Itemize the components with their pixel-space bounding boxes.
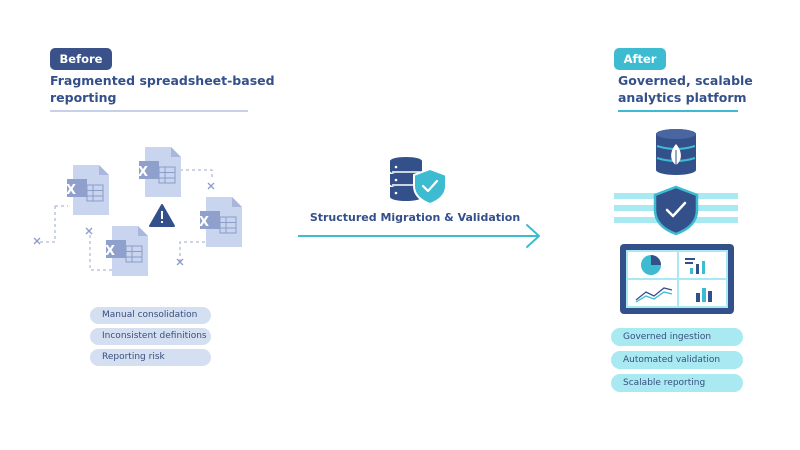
migration-label: Structured Migration & Validation — [309, 211, 521, 224]
warning-icon — [149, 204, 175, 227]
after-tag-automated-validation: Automated validation — [611, 351, 743, 369]
dashed-connectors — [38, 169, 213, 271]
file-letter: X — [66, 183, 76, 198]
file-letter: X — [199, 215, 209, 230]
after-tag-scalable-reporting: Scalable reporting — [611, 374, 743, 392]
before-tag-inconsistent-definitions: Inconsistent definitions — [90, 328, 211, 345]
arrow-right-icon — [298, 224, 540, 248]
database-leaf-icon — [656, 129, 696, 175]
dashboard-monitor-icon — [620, 244, 734, 314]
shield-check-icon — [614, 185, 738, 236]
after-underline — [618, 110, 738, 112]
after-tag-governed-ingestion: Governed ingestion — [611, 328, 743, 346]
database-shield-icon — [390, 157, 447, 206]
before-tag-manual-consolidation: Manual consolidation — [90, 307, 211, 324]
after-title: Governed, scalable analytics platform — [618, 73, 753, 105]
before-badge: Before — [50, 48, 112, 70]
file-letter: X — [138, 165, 148, 180]
before-tag-reporting-risk: Reporting risk — [90, 349, 211, 366]
before-title: Fragmented spreadsheet-based reporting — [50, 73, 275, 105]
x-markers — [33, 182, 215, 266]
file-letter: X — [105, 244, 115, 259]
after-badge: After — [614, 48, 666, 70]
before-underline — [50, 110, 248, 112]
